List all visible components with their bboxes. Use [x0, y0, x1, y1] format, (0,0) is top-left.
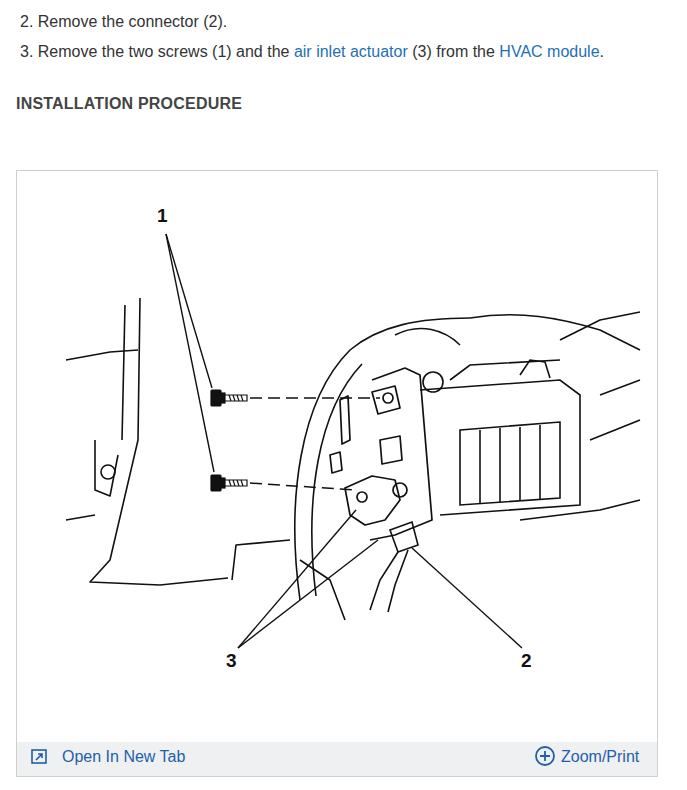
vehicle-structure — [395, 328, 460, 345]
screws — [229, 395, 243, 401]
vehicle-structure — [66, 298, 640, 620]
leader-lines — [238, 540, 378, 648]
air-inlet-actuator — [330, 368, 432, 540]
screws — [225, 395, 247, 401]
vehicle-structure — [560, 312, 640, 340]
step-text: 2. Remove the connector (2). — [20, 12, 227, 32]
bottom-bar — [17, 742, 657, 776]
air-inlet-actuator — [372, 386, 400, 414]
bottom-bar — [17, 742, 657, 776]
callout-number: 1 — [155, 206, 170, 226]
vehicle-structure — [300, 560, 345, 620]
leader-lines — [412, 548, 522, 648]
vehicle-structure — [66, 515, 95, 520]
screw-path-lines — [250, 398, 380, 490]
vehicle-structure — [232, 540, 290, 580]
step-text: . — [600, 43, 604, 60]
link-text: Zoom/Print — [561, 747, 639, 767]
vehicle-structure — [470, 315, 640, 350]
vehicle-structure — [600, 380, 640, 395]
air-inlet-actuator — [330, 452, 342, 473]
hvac-module — [480, 425, 540, 503]
new-tab-icon — [36, 754, 42, 760]
air-inlet-actuator — [345, 476, 400, 525]
zoom-icon — [536, 747, 554, 765]
vehicle-structure — [312, 364, 362, 596]
vehicle-structure — [295, 318, 470, 600]
zoom-icon — [540, 751, 550, 761]
connector — [370, 522, 418, 612]
leader-lines — [166, 234, 214, 472]
screw-path-lines — [250, 483, 355, 490]
link-text: air inlet actuator — [294, 43, 408, 60]
figure-frame — [17, 171, 658, 777]
connector — [370, 550, 408, 612]
screws — [229, 480, 243, 486]
air-inlet-actuator — [357, 492, 367, 502]
hvac-module — [420, 360, 580, 515]
screw-path-lines — [250, 397, 380, 399]
figure-frame — [17, 171, 658, 777]
air-inlet-actuator — [393, 483, 407, 497]
new-tab-icon — [32, 750, 46, 763]
step-line: 3. Remove the two screws (1) and the air… — [20, 42, 604, 62]
hvac-module — [460, 422, 560, 505]
air-inlet-actuator — [340, 396, 350, 444]
connector — [390, 522, 418, 552]
vehicle-structure — [66, 350, 138, 360]
zoom-icon — [536, 747, 554, 765]
link-text: HVAC module — [499, 43, 599, 60]
vehicle-structure — [95, 440, 118, 496]
leader-lines — [166, 234, 522, 648]
hvac-module — [450, 360, 560, 380]
step-text: (3) from the — [412, 43, 495, 60]
screws — [211, 390, 247, 491]
air-inlet-actuator — [380, 436, 402, 464]
leader-lines — [166, 234, 212, 388]
step-text: 3. Remove the two screws (1) and the — [20, 43, 289, 60]
link-text: Open In New Tab — [62, 747, 185, 767]
screws — [225, 480, 247, 486]
section-heading: INSTALLATION PROCEDURE — [16, 94, 242, 114]
air-inlet-actuator — [370, 368, 432, 540]
hvac-module — [420, 380, 580, 515]
callout-number: 2 — [519, 651, 534, 671]
vehicle-structure — [122, 305, 125, 440]
hvac-module — [423, 372, 443, 392]
leader-lines — [238, 510, 356, 648]
vehicle-structure — [590, 420, 640, 440]
screws — [211, 475, 221, 491]
vehicle-structure — [101, 465, 115, 479]
air-inlet-actuator — [383, 393, 393, 403]
callout-number: 3 — [224, 651, 239, 671]
hvac-module — [520, 360, 550, 378]
screws — [211, 390, 221, 406]
new-tab-icon — [32, 750, 46, 763]
